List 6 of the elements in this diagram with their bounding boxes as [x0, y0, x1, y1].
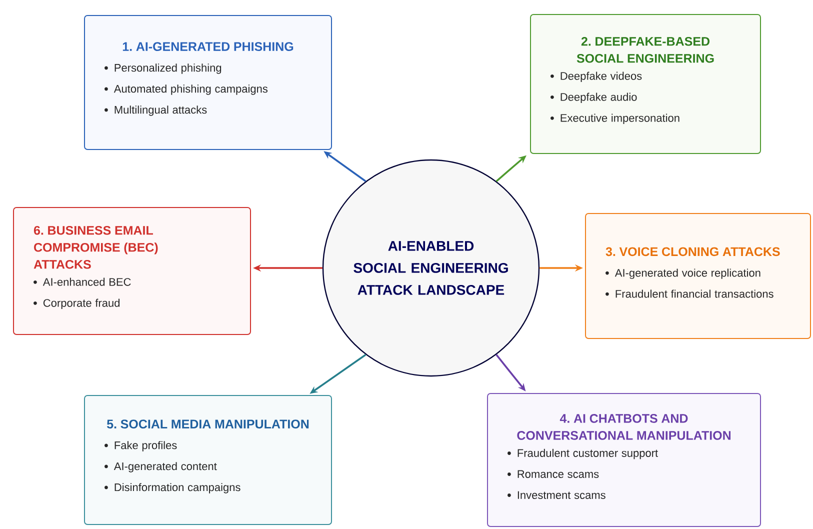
category-box: 3. VOICE CLONING ATTACKS AI-generated voice replication Fraudulent financial transactions: [585, 213, 811, 339]
category-box: 1. AI-GENERATED PHISHING Personalized phishing Automated phishing campaigns Multilingual attacks: [84, 15, 332, 150]
category-box: 4. AI CHATBOTS AND CONVERSATIONAL MANIPULATION Fraudulent customer support Romance scams Investment scams: [487, 393, 761, 527]
category-box: 2. DEEPFAKE-BASED SOCIAL ENGINEERING Deepfake videos Deepfake audio Executive impersonation: [530, 14, 761, 154]
category-box: 6. BUSINESS EMAIL COMPROMISE (BEC) ATTACKS AI-enhanced BEC Corporate fraud: [13, 207, 251, 335]
category-box: 5. SOCIAL MEDIA MANIPULATION Fake profiles AI-generated content Disinformation campaigns: [84, 395, 332, 525]
